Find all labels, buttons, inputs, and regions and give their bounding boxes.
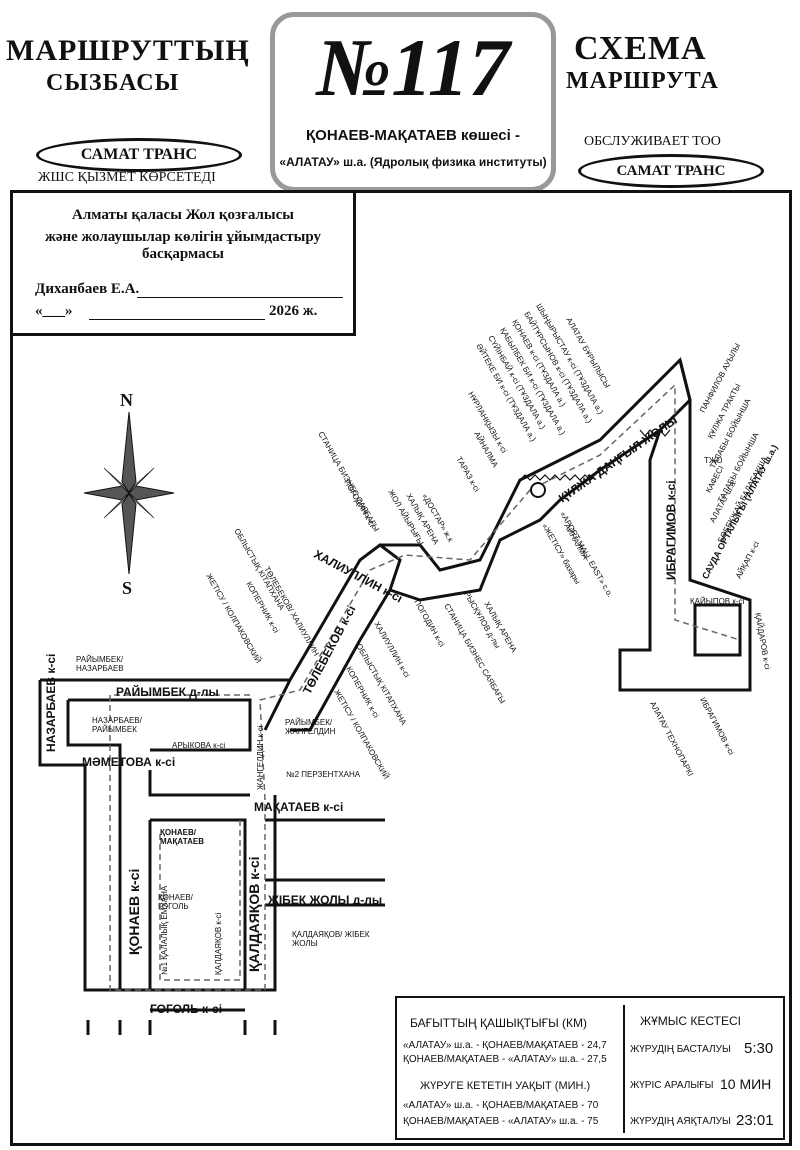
interval-label: ЖҮРІС АРАЛЫҒЫ <box>630 1080 714 1091</box>
stop-raiymbek-zhangeldin: РАЙЫМБЕК/ ЖАНГЕЛДИН <box>285 718 336 736</box>
schedule-title: ЖҰМЫС КЕСТЕСІ <box>640 1014 741 1028</box>
stop-raiymbek-nazarbaev: РАЙЫМБЕК/ НАЗАРБАЕВ <box>76 655 124 673</box>
approval-date-prefix: «___» <box>35 303 73 319</box>
approval-date-year: 2026 ж. <box>269 303 318 319</box>
street-gogol: ГОГОЛЬ к-сі <box>150 1002 223 1016</box>
right-operator: САМАТ ТРАНС <box>616 163 726 179</box>
right-title-2: МАРШРУТА <box>566 68 719 94</box>
end-value: 23:01 <box>736 1112 774 1129</box>
signature-line <box>137 297 343 298</box>
compass-south-label: S <box>122 578 133 598</box>
left-title-1: МАРШРУТТЫҢ <box>6 34 250 67</box>
left-service: ЖШС ҚЫЗМЕТ КӨРСЕТЕДІ <box>38 170 216 185</box>
street-ibragimov: ИБРАГИМОВ к-сі <box>664 480 678 580</box>
info-panel <box>395 996 785 1140</box>
interval-value: 10 МИН <box>720 1076 772 1092</box>
stop-arykova: АРЫКОВА к-сі <box>172 741 226 750</box>
left-operator: САМАТ ТРАНС <box>80 146 198 163</box>
start-label: ЖҮРУДІҢ БАСТАЛУЫ <box>630 1044 731 1055</box>
stop-nazarbaev-raiymbek: НАЗАРБАЕВ/ РАЙЫМБЕК <box>92 716 142 734</box>
stop-tzho: ТЖО <box>704 456 723 465</box>
right-service: ОБСЛУЖИВАЕТ ТОО <box>584 134 721 149</box>
stop-perzentkhana: №2 ПЕРЗЕНТХАНА <box>286 770 361 779</box>
start-value: 5:30 <box>744 1040 774 1057</box>
street-zhibek: ЖІБЕК ЖОЛЫ д-лы <box>268 893 383 907</box>
street-raiymbek: РАЙЫМБЕК д-лы <box>116 685 219 699</box>
stop-kaldayakov: ҚАЛДАЯҚОВ к-сі <box>214 912 223 975</box>
compass-rose-icon <box>84 412 174 574</box>
approval-line-2: және жолаушылар көлігін ұйымдастыру басқ… <box>44 229 322 262</box>
time-1: «АЛАТАУ» ш.а. - ҚОНАЕВ/МАҚАТАЕВ - 70 <box>403 1100 599 1111</box>
stop-kaldayakov-zhibek: ҚАЛДАЯҚОВ/ ЖІБЕК ЖОЛЫ <box>292 930 370 948</box>
street-konaev: ҚОНАЕВ к-сі <box>126 868 142 955</box>
street-kaiypov: ҚАЙЫПОВ к-сі <box>690 597 745 606</box>
route-line-1: ҚОНАЕВ-МАҚАТАЕВ көшесі - <box>306 127 520 144</box>
time-2: ҚОНАЕВ/МАҚАТАЕВ - «АЛАТАУ» ш.а. - 75 <box>403 1116 599 1127</box>
time-title: ЖҮРУГЕ КЕТЕТІН УАҚЫТ (МИН.) <box>420 1080 591 1092</box>
street-makataev: МАҚАТАЕВ к-сі <box>254 800 344 814</box>
distance-2: ҚОНАЕВ/МАҚАТАЕВ - «АЛАТАУ» ш.а. - 27,5 <box>403 1054 607 1065</box>
left-operator-oval: САМАТ ТРАНС <box>36 138 242 172</box>
route-number: №117 <box>316 22 510 113</box>
left-title-2: СЫЗБАСЫ <box>46 70 180 96</box>
map-frame <box>10 190 792 1146</box>
distance-title: БАҒЫТТЫҢ ҚАШЫҚТЫҒЫ (КМ) <box>410 1016 588 1030</box>
approval-box: Алматы қаласы Жол қозғалысы және жолаушы… <box>10 190 356 336</box>
street-nazarbaev: НАЗАРБАЕВ к-сі <box>44 653 58 752</box>
street-kaldayakov: ҚАЛДАЯҚОВ к-сі <box>246 856 262 972</box>
distance-1: «АЛАТАУ» ш.а. - ҚОНАЕВ/МАҚАТАЕВ - 24,7 <box>403 1040 607 1051</box>
info-divider <box>623 1005 625 1133</box>
date-line <box>89 319 265 320</box>
street-zhangeldin: ЖАНГЕЛДИН к-сі <box>256 725 265 790</box>
compass-north-label: N <box>120 390 133 410</box>
stop-konaev-makataev: ҚОНАЕВ/ МАҚАТАЕВ <box>160 828 204 846</box>
route-line-2: «АЛАТАУ» ш.а. (Ядролық физика институты) <box>279 155 547 169</box>
street-mametova: МӘМЕТОВА к-сі <box>82 755 176 769</box>
end-label: ЖҮРУДІҢ АЯҚТАЛУЫ <box>630 1116 731 1127</box>
right-title-1: СХЕМА <box>574 30 707 67</box>
route-number-box: №117 ҚОНАЕВ-МАҚАТАЕВ көшесі - «АЛАТАУ» ш… <box>270 12 556 192</box>
stop-emkhana: №1 ҚАЛАЛЫҚ ЕМХАНА <box>160 885 169 975</box>
approval-signer: Диханбаев Е.А. <box>35 281 140 297</box>
approval-line-1: Алматы қаласы Жол қозғалысы <box>72 207 294 223</box>
stop-konaev-gogol: ҚОНАЕВ/ ГОГОЛЬ <box>158 893 193 911</box>
right-operator-oval: САМАТ ТРАНС <box>578 154 764 188</box>
